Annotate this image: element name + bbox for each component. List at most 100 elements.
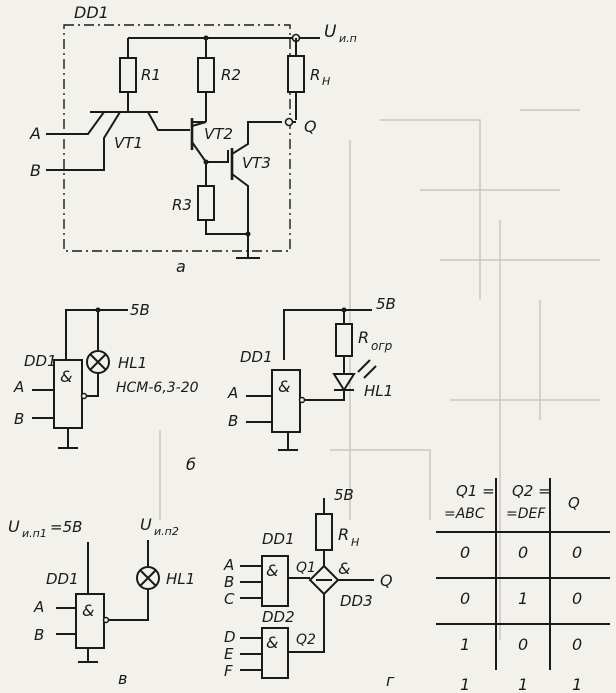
fig-g-rh xyxy=(315,513,333,551)
led-hl1 xyxy=(332,373,356,392)
rh-label: R xyxy=(310,66,320,84)
cell-r0-c2: 0 xyxy=(572,543,582,562)
fig-a-input-a: A xyxy=(29,124,41,143)
fig-a-ground xyxy=(236,234,260,259)
fig-b-right-led: HL1 xyxy=(364,382,393,400)
cell-r1-c2: 0 xyxy=(572,589,582,608)
fig-b-right-dd: DD1 xyxy=(240,348,273,366)
fig-b-left: 5В HL1 НСМ-6,3-20 & DD1 A B xyxy=(13,301,199,449)
fig-g-gate1 xyxy=(261,555,289,607)
fig-b-right-b: B xyxy=(228,412,238,430)
fig-g-and3: & xyxy=(338,559,350,578)
led-rays xyxy=(357,359,377,379)
fig-g-circuit: 5В R Н DD1 & A B C Q1 DD2 & D E F Q2 & Q… xyxy=(223,486,395,690)
fig-g-vcc: 5В xyxy=(334,486,354,504)
vt1-label: VT1 xyxy=(114,134,143,152)
fig-v-lamp-label: HL1 xyxy=(166,570,195,588)
fig-a-caption: а xyxy=(176,257,186,276)
cell-r1-c1: 1 xyxy=(518,589,528,608)
fig-g-dd3: DD3 xyxy=(340,592,373,610)
rh-sub: Н xyxy=(322,75,330,88)
table-vlines xyxy=(495,478,551,670)
fig-v-u2: U xyxy=(140,515,152,534)
table-hlines xyxy=(436,531,610,625)
cell-r0-c0: 0 xyxy=(460,543,470,562)
vt3-label: VT3 xyxy=(242,154,271,172)
fig-b-right-vcc: 5В xyxy=(376,295,396,313)
fig-b-right-a: A xyxy=(227,384,238,402)
fig-g-in-c: C xyxy=(224,590,235,608)
supply-label: U xyxy=(324,22,337,42)
th-q1-top: Q1 = xyxy=(456,482,495,500)
r-limit-resistor xyxy=(335,323,353,357)
r1-resistor xyxy=(119,57,137,93)
fig-v-and: & xyxy=(82,601,94,620)
fig-b-left-and: & xyxy=(60,367,72,386)
fig-a-input-b: B xyxy=(30,161,41,180)
fig-b-left-vcc: 5В xyxy=(130,301,150,319)
fig-v-u1-sub: и.п1 xyxy=(22,527,47,540)
fig-g-out: Q xyxy=(380,571,393,590)
cell-r2-c1: 0 xyxy=(518,635,528,654)
fig-b-right-res-sub: огр xyxy=(371,339,393,353)
fig-b-left-lamp-type: НСМ-6,3-20 xyxy=(116,380,199,396)
fig-g-in-d: D xyxy=(224,628,236,646)
vt1-emitter-b xyxy=(46,111,121,171)
fig-g-and1: & xyxy=(266,561,278,580)
rh-resistor xyxy=(287,55,305,93)
cell-r1-c0: 0 xyxy=(460,589,470,608)
vt2-label: VT2 xyxy=(204,125,233,143)
fig-g-res: R xyxy=(338,525,349,544)
fig-g-dd1: DD1 xyxy=(262,530,295,548)
fig-v-circuit: U и.п1 =5В U и.п2 HL1 & DD1 A B в xyxy=(8,515,195,688)
fig-b-left-lamp: HL1 xyxy=(118,354,147,372)
cell-r0-c1: 0 xyxy=(518,543,528,562)
fig-g-res-sub: Н xyxy=(351,536,359,549)
th-q1-bottom: =ABC xyxy=(444,506,485,522)
fig-g-caption: г xyxy=(386,671,395,690)
fig-g-in-f: F xyxy=(224,662,233,680)
fig-b-left-a: A xyxy=(13,378,24,396)
fig-b-left-b: B xyxy=(14,410,24,428)
r3-resistor xyxy=(197,185,215,221)
r1-label: R1 xyxy=(141,66,161,84)
fig-v-caption: в xyxy=(118,669,127,688)
fig-g-and2: & xyxy=(266,633,278,652)
r3-label: R3 xyxy=(172,196,192,214)
fig-g-in-b: B xyxy=(224,573,234,591)
fig-v-b: B xyxy=(34,626,44,644)
fig-a-block-label: DD1 xyxy=(74,3,109,22)
cell-r3-c1: 1 xyxy=(518,675,528,693)
fig-a-output: Q xyxy=(304,117,317,136)
cell-r3-c0: 1 xyxy=(460,675,470,693)
fig-v-a: A xyxy=(33,598,44,616)
th-q: Q xyxy=(568,494,580,512)
r2-label: R2 xyxy=(221,66,241,84)
fig-v-u2-sub: и.п2 xyxy=(154,525,179,538)
cell-r2-c0: 1 xyxy=(460,635,470,654)
r2-resistor xyxy=(197,57,215,93)
vt1-collector xyxy=(147,111,190,131)
th-q2-top: Q2 = xyxy=(512,482,551,500)
truth-table: Q1 = =ABC Q2 = =DEF Q 0 0 0 0 1 0 1 0 0 … xyxy=(436,478,610,693)
fig-g-in-e: E xyxy=(224,645,234,663)
cell-r3-c2: 1 xyxy=(572,675,582,693)
fig-b-caption: б xyxy=(186,455,196,474)
fig-v-u1-val: =5В xyxy=(50,518,82,536)
output-terminal xyxy=(284,117,294,127)
fig-g-q1: Q1 xyxy=(296,560,316,576)
vt1-emitter-a xyxy=(46,111,105,135)
fig-g-dd2: DD2 xyxy=(262,608,295,626)
cell-r2-c2: 0 xyxy=(572,635,582,654)
supply-sub: и.п xyxy=(339,32,357,45)
th-q2-bottom: =DEF xyxy=(506,506,546,522)
dd1-boundary xyxy=(63,24,291,252)
fig-a-circuit: DD1 U и.п R1 R2 R Н VT1 A B VT2 xyxy=(29,3,357,276)
fig-b-right-and: & xyxy=(278,377,290,396)
fig-v-dd: DD1 xyxy=(46,570,79,588)
fig-g-q2: Q2 xyxy=(296,632,316,648)
fig-b-left-dd: DD1 xyxy=(24,352,57,370)
fig-b-right-res: R xyxy=(358,328,369,347)
fig-v-u1: U xyxy=(8,517,20,536)
